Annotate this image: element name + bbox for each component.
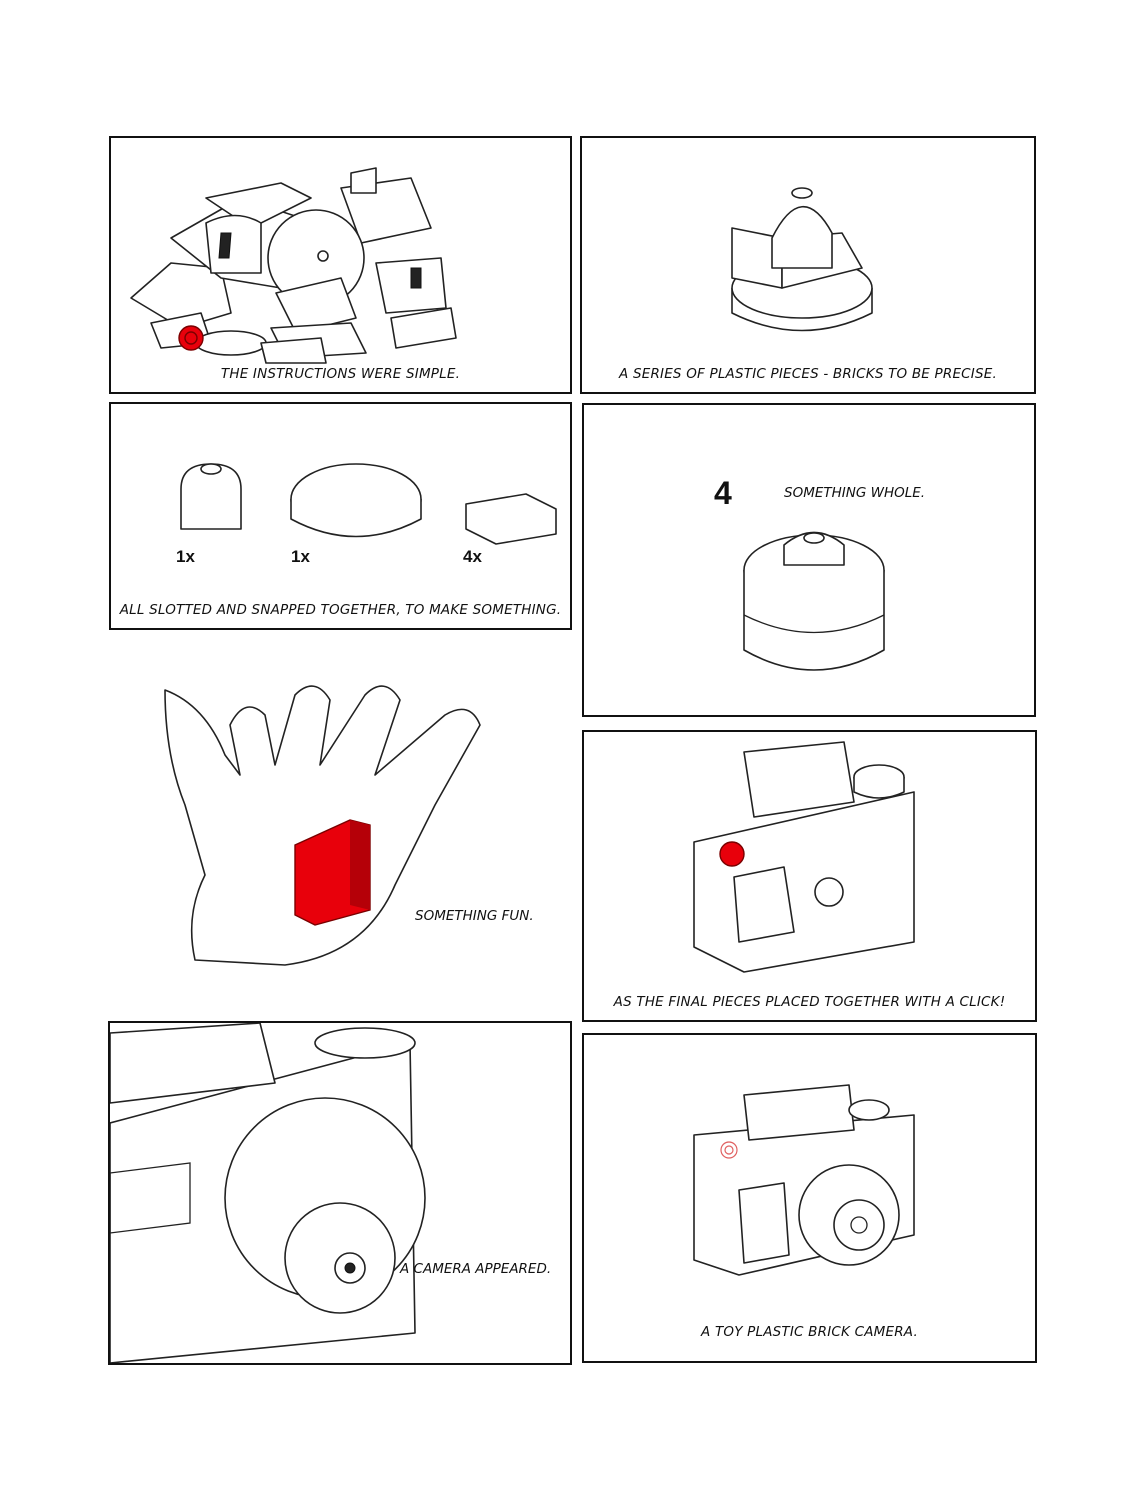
step-number: 4 <box>714 475 732 511</box>
caption-6: As the final pieces placed together with… <box>613 994 1006 1010</box>
parts-list-illustration <box>111 404 570 628</box>
caption-5: Something fun. <box>415 908 534 924</box>
count-curved-brick: 4x <box>463 547 482 566</box>
panel-7: A camera appeared. <box>108 1021 572 1365</box>
count-round-plate: 1x <box>291 547 310 566</box>
panel-5: Something fun. <box>145 655 565 1000</box>
brick-pile-illustration <box>111 138 570 392</box>
panel-6: As the final pieces placed together with… <box>582 730 1037 1022</box>
assembled-lens-illustration <box>584 405 1034 715</box>
panel-4: 4 Something whole. <box>582 403 1036 717</box>
panel-8: A toy plastic brick camera. <box>582 1033 1037 1363</box>
caption-7: A camera appeared. <box>400 1261 552 1277</box>
camera-closeup-illustration <box>110 1023 570 1363</box>
caption-4: Something whole. <box>784 485 926 501</box>
dome-brick-assembly-illustration <box>582 138 1034 392</box>
hand-holding-brick-illustration <box>145 655 565 1000</box>
caption-3: All slotted and snapped together, to mak… <box>119 602 562 618</box>
caption-2: A series of plastic pieces - bricks to b… <box>619 366 997 382</box>
panel-2: A series of plastic pieces - bricks to b… <box>580 136 1036 394</box>
brick-camera-illustration <box>584 732 1035 1020</box>
caption-8: A toy plastic brick camera. <box>701 1324 918 1340</box>
caption-1: The instructions were simple. <box>220 366 461 382</box>
count-dome: 1x <box>176 547 195 566</box>
finished-toy-camera-illustration <box>584 1035 1035 1361</box>
panel-1: The instructions were simple. <box>109 136 572 394</box>
panel-3: 1x 1x 4x All slotted and snapped togethe… <box>109 402 572 630</box>
